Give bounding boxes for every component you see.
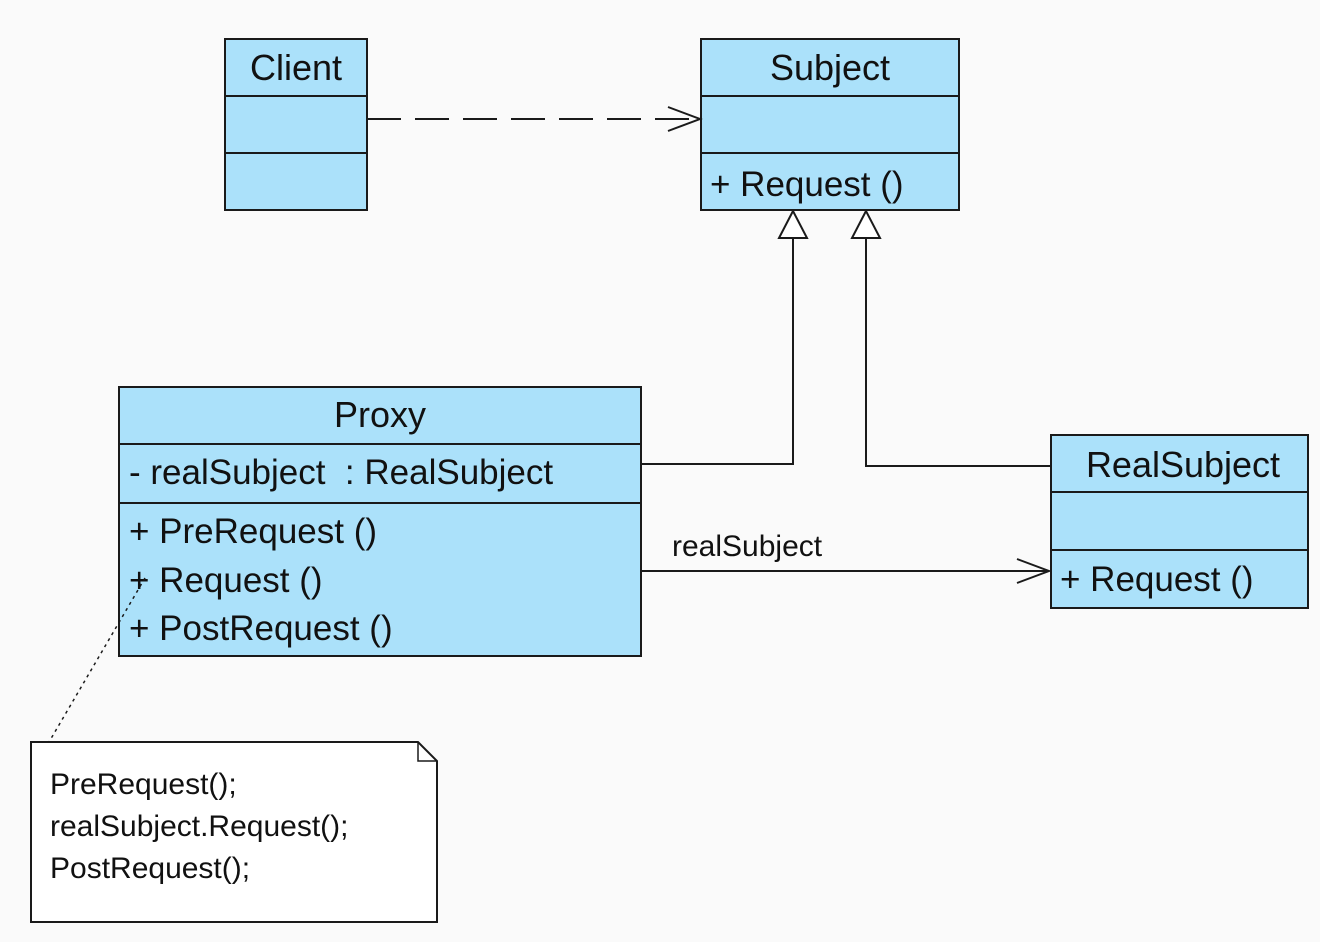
realsubject-class-box	[1050, 434, 1309, 609]
proxy-operation-request: + Request ()	[129, 561, 323, 600]
subject-class-box	[700, 38, 960, 211]
proxy-class-name: Proxy	[334, 394, 426, 435]
open-arrowhead-icon	[1016, 558, 1052, 584]
proxy-class-box	[118, 386, 642, 657]
generalization-line-proxy	[641, 238, 794, 465]
generalization-realsubject-subject	[850, 208, 1051, 467]
client-class-box	[224, 38, 368, 211]
association-role-label: realSubject	[672, 530, 823, 563]
proxy-operation-postrequest: + PostRequest ()	[129, 609, 393, 648]
note-line-1: PreRequest();	[50, 768, 237, 801]
realsubject-class-name: RealSubject	[1086, 444, 1280, 485]
client-class[interactable]: Client	[224, 38, 368, 211]
note-folded-corner-icon	[417, 742, 437, 762]
note-line-3: PostRequest();	[50, 852, 250, 885]
implementation-note[interactable]: PreRequest(); realSubject.Request(); Pos…	[30, 577, 438, 923]
realsubject-class[interactable]: RealSubject + Request ()	[1050, 434, 1309, 609]
proxy-attribute-realsubject: - realSubject : RealSubject	[129, 453, 553, 492]
note-box	[30, 741, 438, 923]
proxy-class[interactable]: Proxy - realSubject : RealSubject + PreR…	[118, 386, 642, 657]
subject-operation-request: + Request ()	[710, 165, 904, 204]
generalization-line-realsubject	[865, 238, 1051, 467]
hollow-triangle-icon	[850, 208, 882, 239]
realsubject-operation-request: + Request ()	[1060, 560, 1254, 599]
subject-class[interactable]: Subject + Request ()	[700, 38, 960, 211]
note-line-2: realSubject.Request();	[50, 810, 348, 843]
dependency-client-subject	[367, 106, 703, 132]
client-class-name: Client	[250, 47, 342, 88]
subject-class-name: Subject	[770, 47, 890, 88]
generalization-proxy-subject	[641, 208, 809, 465]
proxy-operation-prerequest: + PreRequest ()	[129, 512, 377, 551]
association-proxy-realsubject: realSubject	[641, 530, 1052, 584]
note-anchor-line	[48, 577, 146, 743]
hollow-triangle-icon	[777, 208, 809, 239]
open-arrowhead-icon	[667, 106, 703, 132]
